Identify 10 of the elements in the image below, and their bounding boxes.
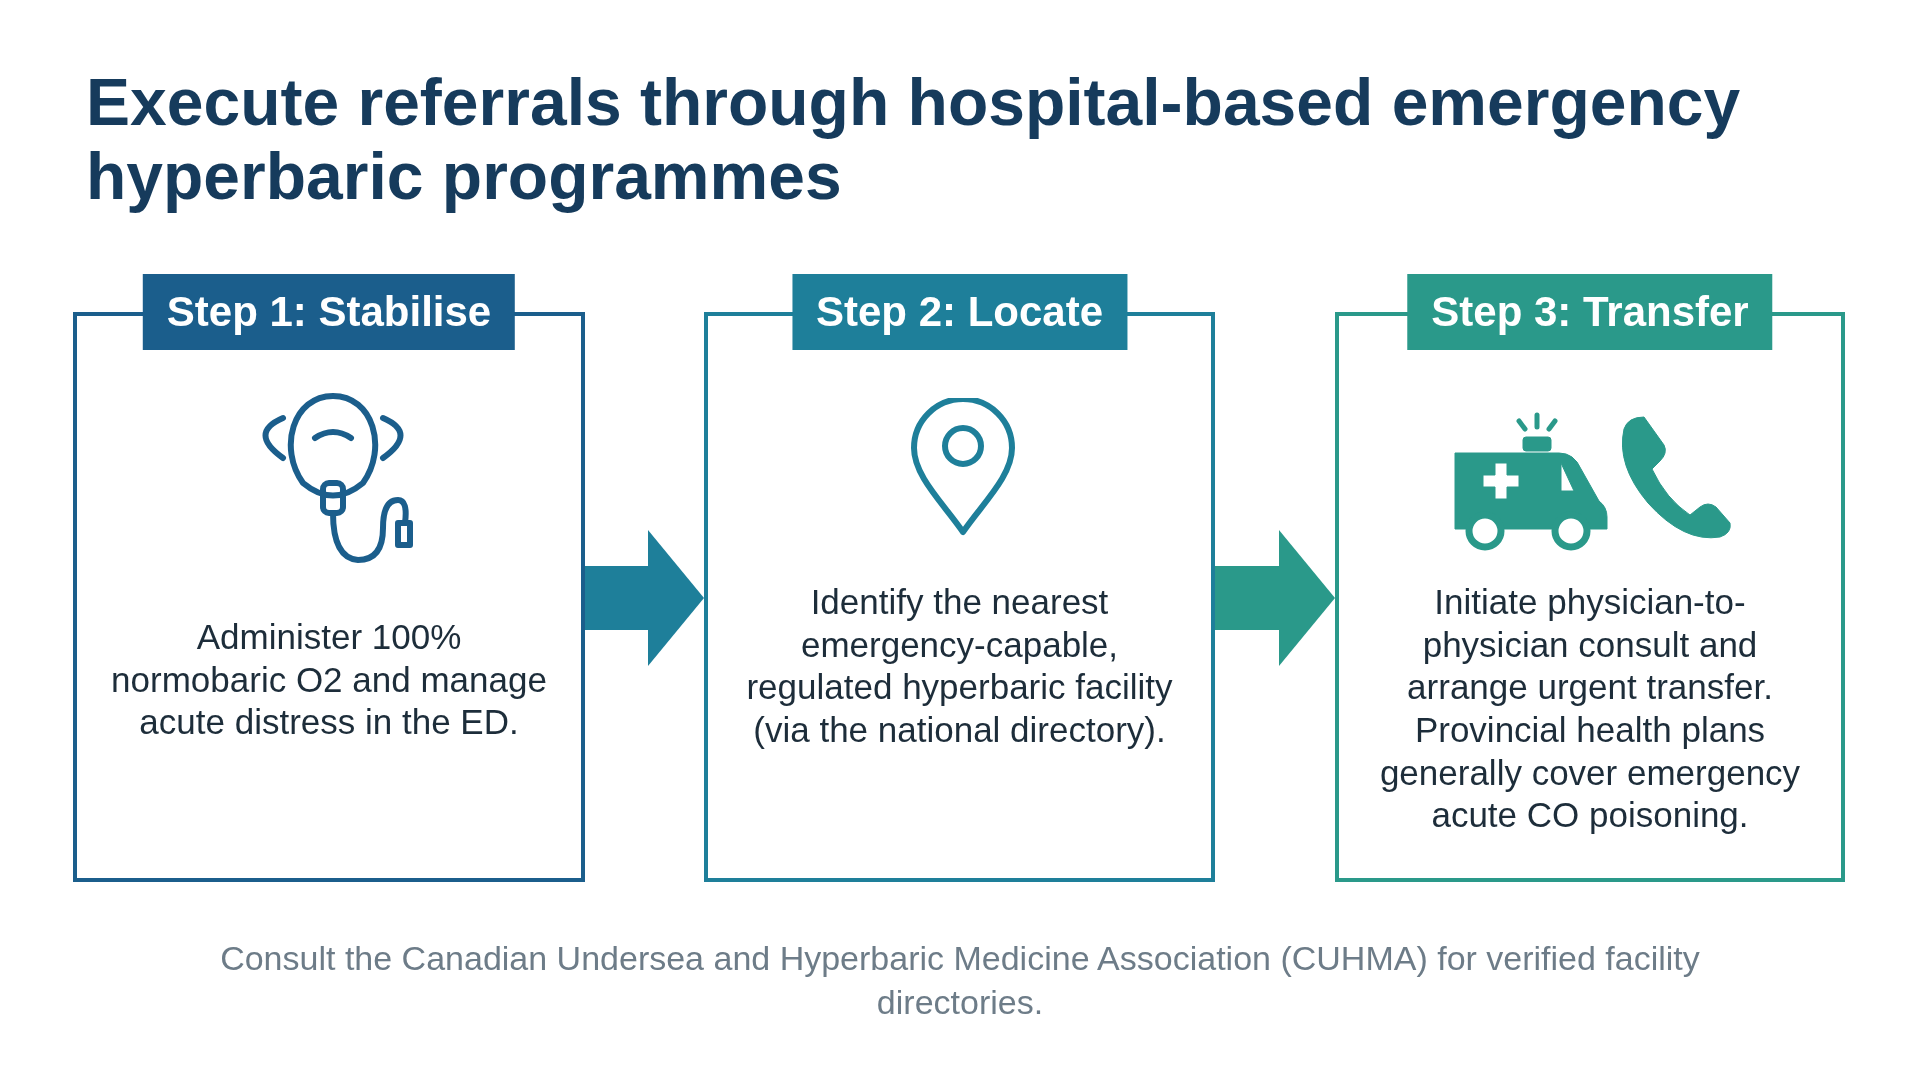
step-heading: Step 2: Locate: [791, 274, 1128, 350]
step-heading: Step 1: Stabilise: [142, 274, 516, 350]
caption: Consult the Canadian Undersea and Hyperbaric Medicine Association (CUHMA) for verified facility directories.: [219, 938, 1701, 1024]
step-heading: Step 3: Transfer: [1407, 274, 1773, 350]
arrow: [585, 530, 704, 666]
arrow: [1215, 530, 1335, 666]
title: Execute referrals through hospital-based emergency hyperbaric programmes: [86, 66, 1742, 214]
step-description: Initiate physician-to-physician consult and arrange urgent transfer. Provincial health plans generally cover emergency acute CO poisoning.: [1378, 581, 1802, 837]
step-description: Identify the nearest emergency-capable, regulated hyperbaric facility (via the national directory).: [745, 581, 1174, 752]
step-description: Administer 100% normobaric O2 and manage acute distress in the ED.: [110, 616, 548, 744]
